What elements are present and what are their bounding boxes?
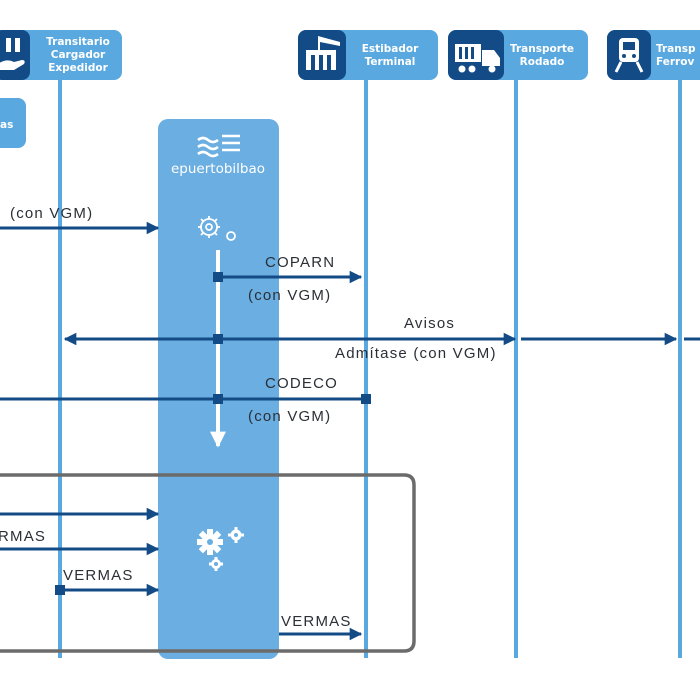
package-hand-icon bbox=[0, 38, 25, 70]
message-admitase-label: Admítase (con VGM) bbox=[335, 345, 497, 362]
message-coparn-sub: (con VGM) bbox=[248, 287, 331, 304]
wave-logo-icon bbox=[197, 134, 240, 158]
message-vermas-3-label: VERMAS bbox=[281, 613, 352, 630]
message-avisos: Avisos Admítase (con VGM) bbox=[63, 315, 700, 362]
actor-rail-line2: Ferrov bbox=[656, 56, 694, 68]
message-vermas-2-label: VERMAS bbox=[63, 567, 134, 584]
group-frame bbox=[0, 473, 416, 653]
message-vermas-1-label: RMAS bbox=[0, 528, 46, 545]
actor-rail-line1: Transp bbox=[656, 43, 696, 55]
port-crane-building-icon bbox=[306, 36, 340, 70]
process-gears-icon bbox=[198, 216, 236, 241]
message-coparn: COPARN (con VGM) bbox=[213, 254, 363, 304]
message-vermas-1: RMAS bbox=[0, 528, 160, 556]
actor-terminal: Estibador Terminal bbox=[298, 30, 438, 80]
actor-road: Transporte Rodado bbox=[448, 30, 588, 80]
actor-forwarder-line2: Cargador bbox=[51, 49, 106, 61]
message-vgm-in-label: (con VGM) bbox=[10, 205, 93, 222]
actor-road-line1: Transporte bbox=[510, 43, 574, 55]
message-vermas-2: VERMAS bbox=[55, 567, 160, 597]
platform-name: epuertobilbao bbox=[171, 161, 265, 177]
actor-forwarder-line3: Expedidor bbox=[48, 62, 108, 74]
actor-forwarder-line1: Transitario bbox=[46, 36, 110, 48]
actor-terminal-line1: Estibador bbox=[362, 43, 419, 55]
message-codeco: CODECO (con VGM) bbox=[0, 375, 371, 425]
actor-partial: as bbox=[0, 98, 26, 148]
message-vermas-3: VERMAS bbox=[279, 613, 363, 641]
actor-terminal-line2: Terminal bbox=[365, 56, 416, 68]
multi-gear-icon bbox=[197, 527, 244, 571]
message-coparn-label: COPARN bbox=[265, 254, 335, 271]
message-codeco-sub: (con VGM) bbox=[248, 408, 331, 425]
message-avisos-label: Avisos bbox=[404, 315, 455, 332]
train-icon bbox=[614, 38, 644, 73]
message-codeco-label: CODECO bbox=[265, 375, 338, 392]
actor-forwarder: Transitario Cargador Expedidor bbox=[0, 30, 122, 80]
actor-partial-label: as bbox=[0, 119, 13, 131]
actor-road-line2: Rodado bbox=[520, 56, 565, 68]
truck-icon bbox=[455, 44, 500, 73]
platform-column: epuertobilbao bbox=[158, 119, 279, 659]
message-vgm-in: (con VGM) bbox=[0, 205, 160, 235]
actor-rail: Transp Ferrov bbox=[607, 30, 700, 80]
